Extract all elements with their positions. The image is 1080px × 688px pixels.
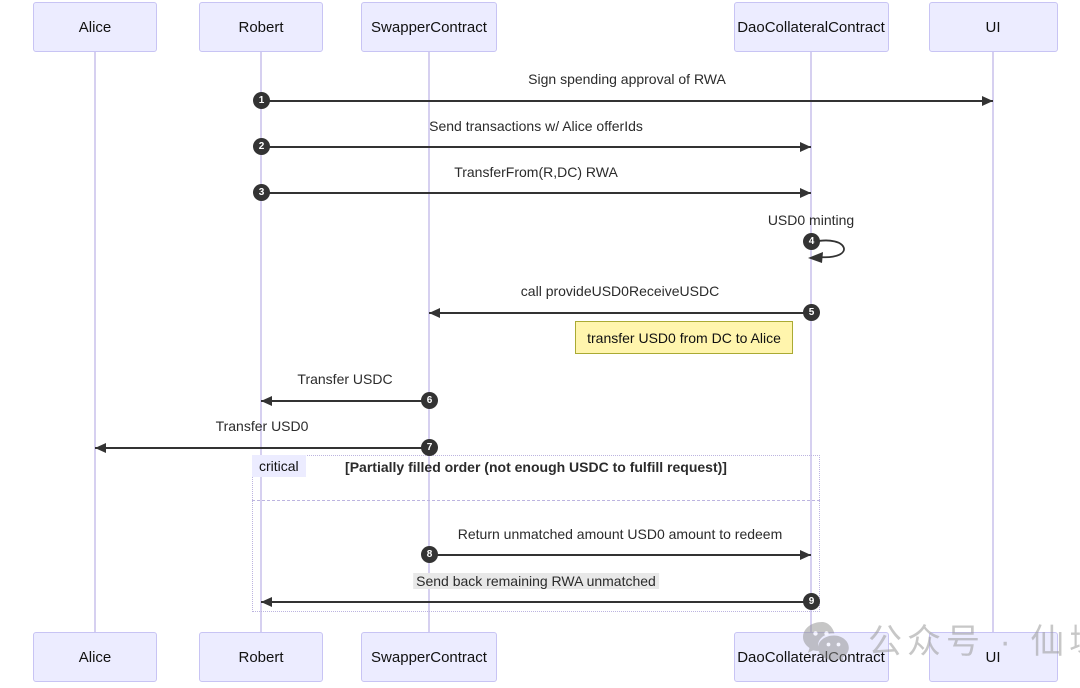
- message-label-9: Send back remaining RWA unmatched: [413, 573, 659, 589]
- self-loop-arrow: [803, 233, 863, 272]
- actor-top-ui: UI: [928, 2, 1058, 52]
- critical-block-divider: [252, 500, 820, 501]
- actor-top-swappercontract: SwapperContract: [361, 2, 497, 52]
- sequence-number-8: 8: [421, 546, 438, 563]
- arrowhead-2: [800, 142, 811, 152]
- actor-top-alice: Alice: [33, 2, 157, 52]
- message-line-6: [261, 400, 429, 402]
- critical-block-label: critical: [252, 455, 306, 477]
- sequence-number-3: 3: [253, 184, 270, 201]
- lifeline-ui: [992, 52, 994, 632]
- arrowhead-5: [429, 308, 440, 318]
- note-transfer-usd0: transfer USD0 from DC to Alice: [575, 321, 793, 354]
- sequence-number-2: 2: [253, 138, 270, 155]
- lifeline-robert: [260, 52, 262, 632]
- actor-top-daocollateralcontract: DaoCollateralContract: [733, 2, 889, 52]
- message-line-1: [261, 100, 993, 102]
- lifeline-daocollateralcontract: [810, 52, 812, 632]
- message-line-9: [261, 601, 811, 603]
- sequence-number-5: 5: [803, 304, 820, 321]
- actor-top-robert: Robert: [199, 2, 323, 52]
- message-label-4: USD0 minting: [767, 212, 855, 228]
- actor-bottom-ui: UI: [928, 632, 1058, 682]
- message-label-5: call provideUSD0ReceiveUSDC: [520, 283, 720, 299]
- message-label-1: Sign spending approval of RWA: [528, 71, 726, 87]
- arrowhead-7: [95, 443, 106, 453]
- sequence-number-4: 4: [803, 233, 820, 250]
- lifeline-alice: [94, 52, 96, 632]
- arrowhead-8: [800, 550, 811, 560]
- sequence-number-7: 7: [421, 439, 438, 456]
- message-line-3: [261, 192, 811, 194]
- message-line-2: [261, 146, 811, 148]
- actor-bottom-alice: Alice: [33, 632, 157, 682]
- message-label-7: Transfer USD0: [215, 418, 309, 434]
- lifeline-swappercontract: [428, 52, 430, 632]
- sequence-number-1: 1: [253, 92, 270, 109]
- message-label-6: Transfer USDC: [297, 371, 393, 387]
- message-label-8: Return unmatched amount USD0 amount to r…: [457, 526, 783, 542]
- message-label-2: Send transactions w/ Alice offerIds: [429, 118, 643, 134]
- message-line-5: [429, 312, 811, 314]
- arrowhead-9: [261, 597, 272, 607]
- actor-bottom-daocollateralcontract: DaoCollateralContract: [733, 632, 889, 682]
- critical-block-condition: [Partially filled order (not enough USDC…: [345, 459, 727, 475]
- arrowhead-1: [982, 96, 993, 106]
- arrowhead-3: [800, 188, 811, 198]
- critical-block: [252, 455, 820, 612]
- message-label-3: TransferFrom(R,DC) RWA: [454, 164, 618, 180]
- arrowhead-6: [261, 396, 272, 406]
- sequence-number-9: 9: [803, 593, 820, 610]
- message-line-8: [429, 554, 811, 556]
- actor-bottom-robert: Robert: [199, 632, 323, 682]
- sequence-number-6: 6: [421, 392, 438, 409]
- actor-bottom-swappercontract: SwapperContract: [361, 632, 497, 682]
- message-line-7: [95, 447, 429, 449]
